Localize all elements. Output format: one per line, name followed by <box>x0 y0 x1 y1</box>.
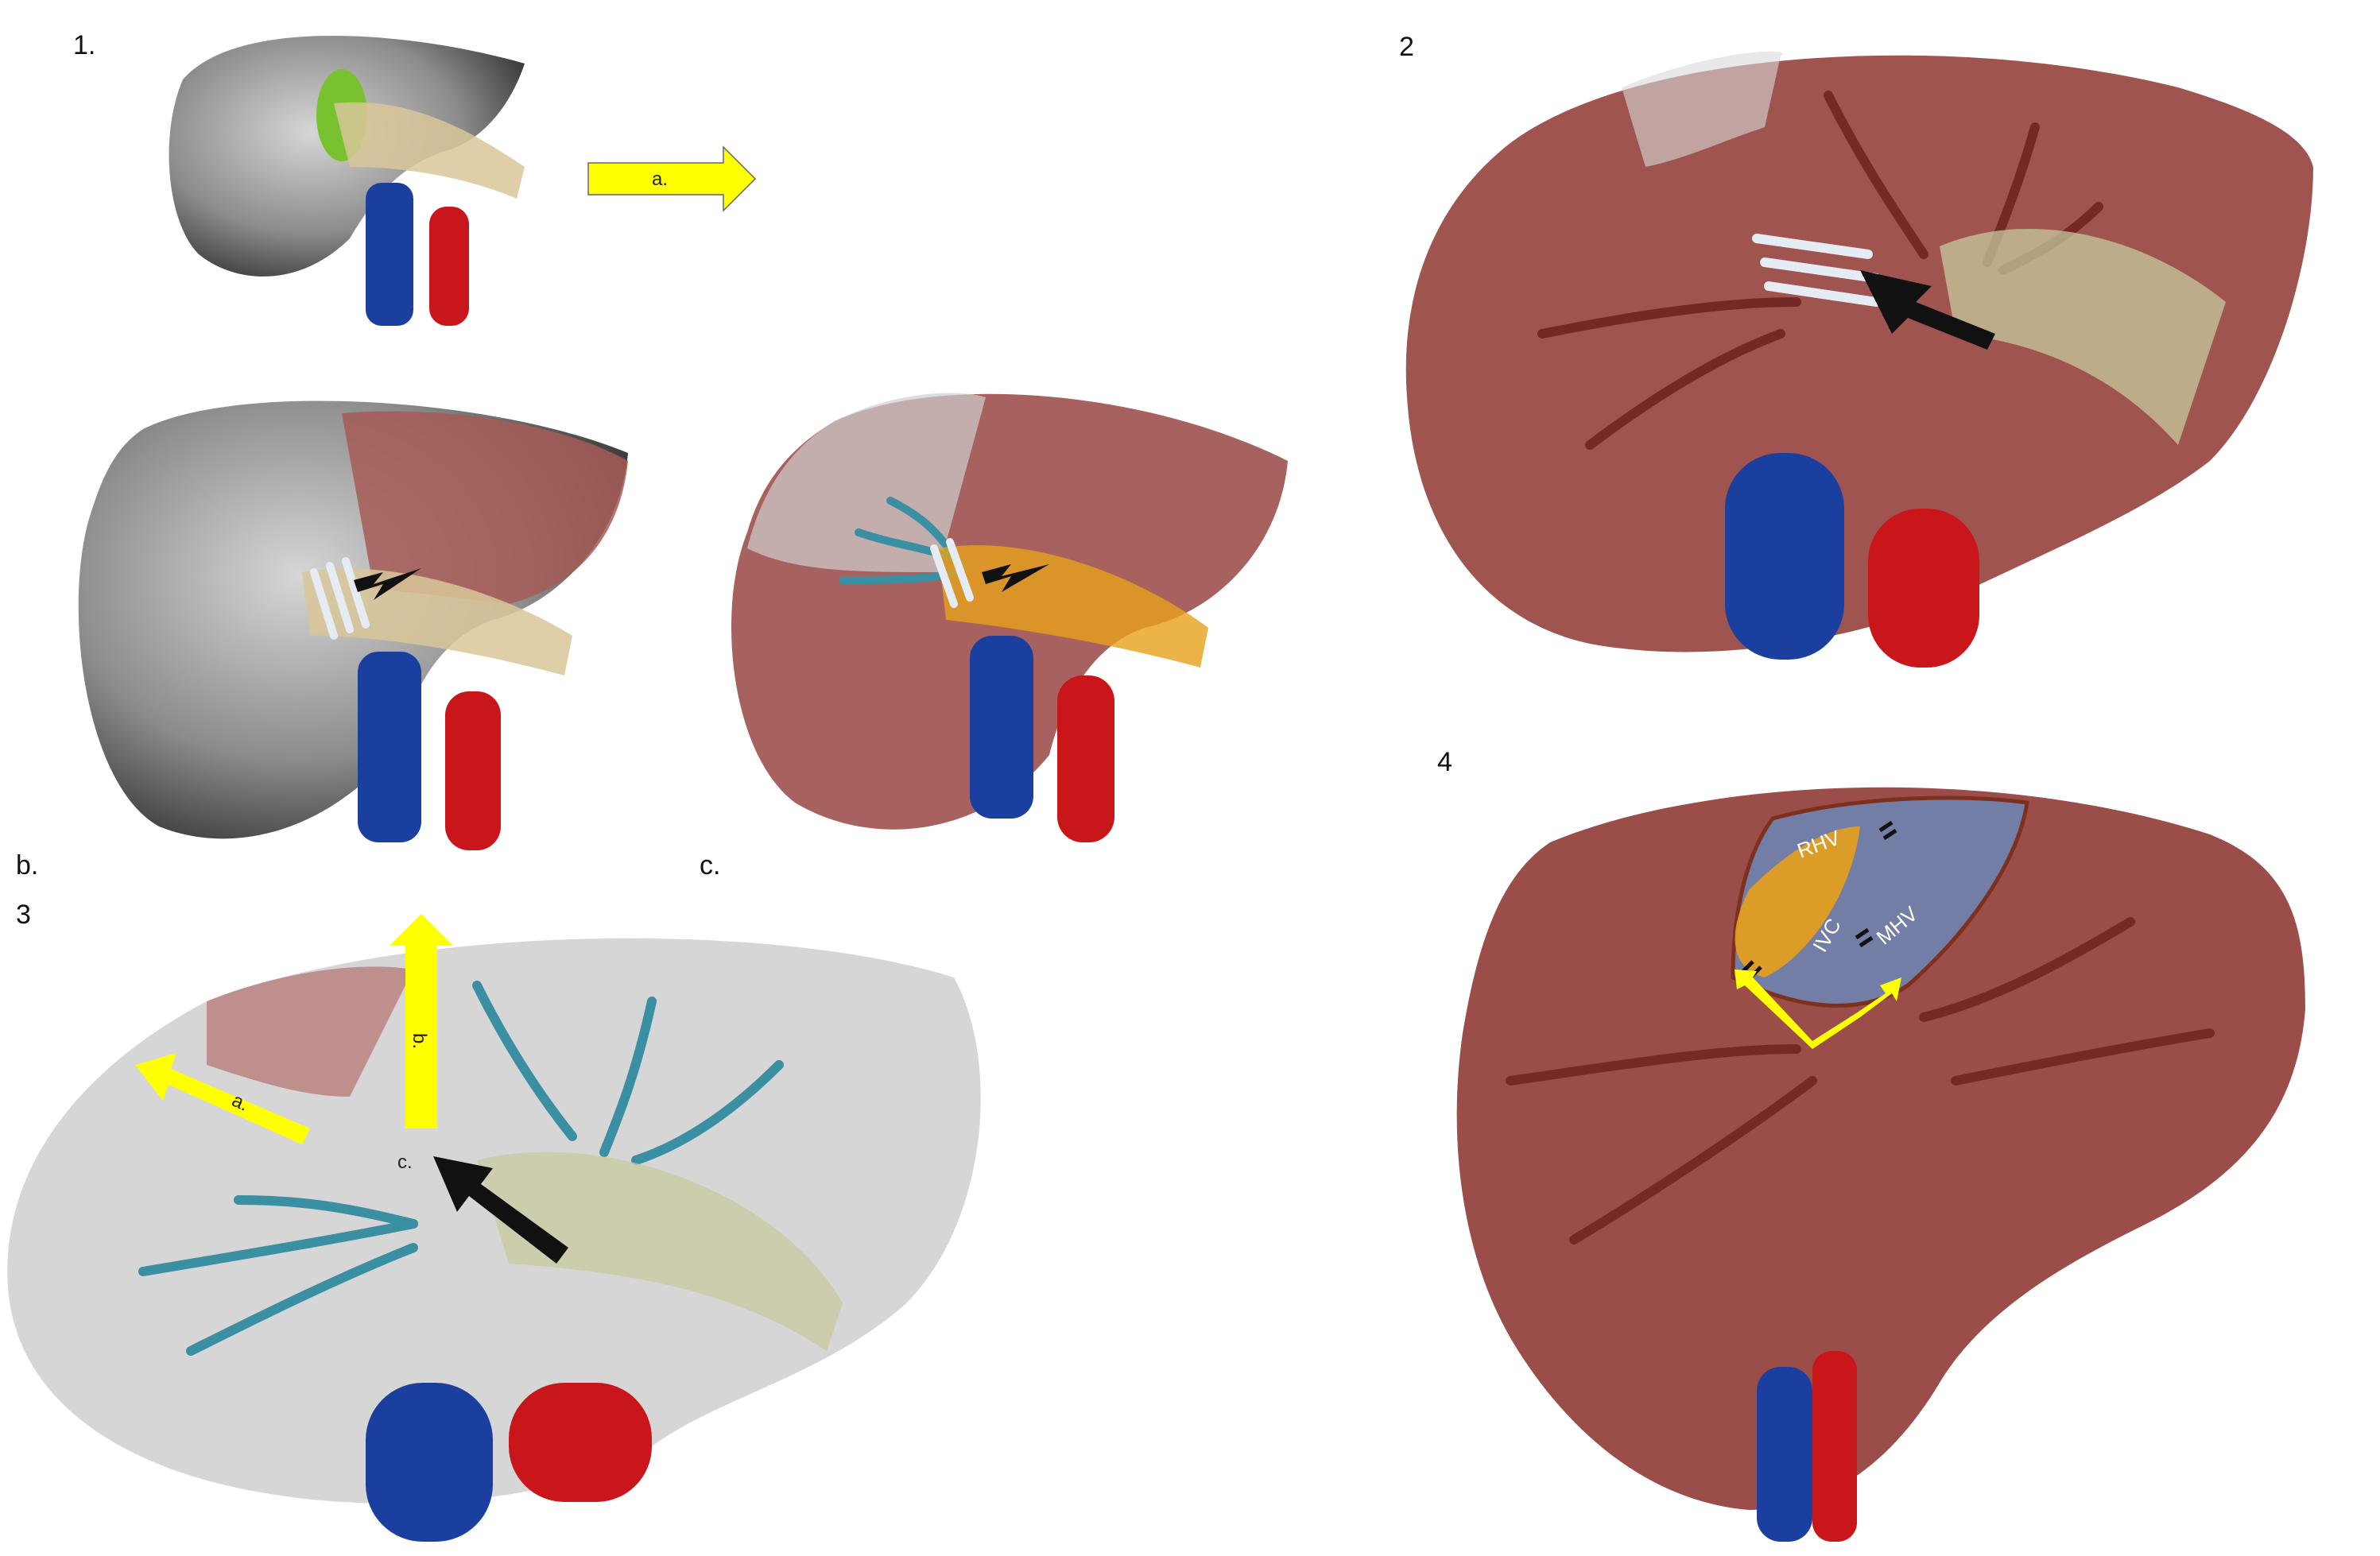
hepatic-veins-3 <box>138 981 784 1356</box>
liver-red-4 <box>1456 787 2305 1510</box>
panel-4: 4 RHV IVC MHV <box>1415 747 2380 1556</box>
aorta-b <box>445 691 501 850</box>
pancreas-2 <box>1940 228 2226 445</box>
panel-1-label: 1. <box>73 30 96 60</box>
portal-vein-c <box>970 636 1033 819</box>
panel-b-label: b. <box>16 850 39 881</box>
yellow-arrow-b-3 <box>390 914 453 1128</box>
yellow-arrow-4 <box>1735 970 1901 1049</box>
panel-1: 1. a. <box>0 0 795 334</box>
black-arrow-3 <box>433 1156 568 1264</box>
pancreas-3 <box>477 1152 843 1351</box>
yellow-arrow-a <box>587 145 757 212</box>
liver-red-2 <box>1405 55 2313 652</box>
aorta-c <box>1057 675 1114 842</box>
black-arrow-b <box>354 568 421 600</box>
portal-vein-b <box>358 652 421 842</box>
panel-2: 2 <box>1383 0 2380 699</box>
clips-c <box>930 538 974 608</box>
panel-3-illustration: a. b. c. <box>7 914 981 1542</box>
hepatic-veins-4 <box>1506 917 2215 1244</box>
aorta-2 <box>1868 509 1979 668</box>
portal-vein-3 <box>366 1383 493 1542</box>
liver-ghost-3 <box>7 938 981 1504</box>
arrow-b-label-3: b. <box>409 1033 430 1049</box>
panel-c-illustration <box>731 393 1288 842</box>
clips-b <box>310 557 370 640</box>
panel-4-label: 4 <box>1437 747 1452 777</box>
panel-4-illustration: RHV IVC MHV <box>1456 787 2305 1542</box>
clips-2 <box>1752 234 1881 307</box>
panel-1-illustration: a. <box>169 36 757 326</box>
aorta-4 <box>1812 1351 1857 1542</box>
tumor-4 <box>1735 826 1860 977</box>
yellow-arrow-a-3 <box>135 1053 310 1144</box>
arrow-c-label-3: c. <box>397 1152 413 1173</box>
panel-2-illustration <box>1405 51 2313 668</box>
panel-3-label: 3 <box>16 900 31 930</box>
ivc-4 <box>1757 1367 1812 1542</box>
panel-c-label: c. <box>700 850 721 881</box>
panel-2-label: 2 <box>1399 32 1414 62</box>
liver-red-b <box>342 411 628 604</box>
portal-vein <box>366 183 413 326</box>
panel-b: b. <box>0 381 652 890</box>
liver-ghost-2 <box>1622 51 1783 168</box>
portal-vein-2 <box>1725 453 1844 660</box>
liver-red-3 <box>207 966 413 1097</box>
panel-c: c. <box>700 374 1304 890</box>
aorta-3 <box>509 1383 652 1502</box>
aorta <box>429 207 469 326</box>
arrow-a-label: a. <box>652 168 668 190</box>
black-arrow-2 <box>1860 270 1995 350</box>
panel-3: 3 a. b. c. <box>0 890 1018 1556</box>
black-arrow-c <box>982 564 1049 592</box>
panel-b-illustration <box>78 401 628 850</box>
pancreas <box>334 102 525 199</box>
pancreas-b <box>302 568 572 675</box>
